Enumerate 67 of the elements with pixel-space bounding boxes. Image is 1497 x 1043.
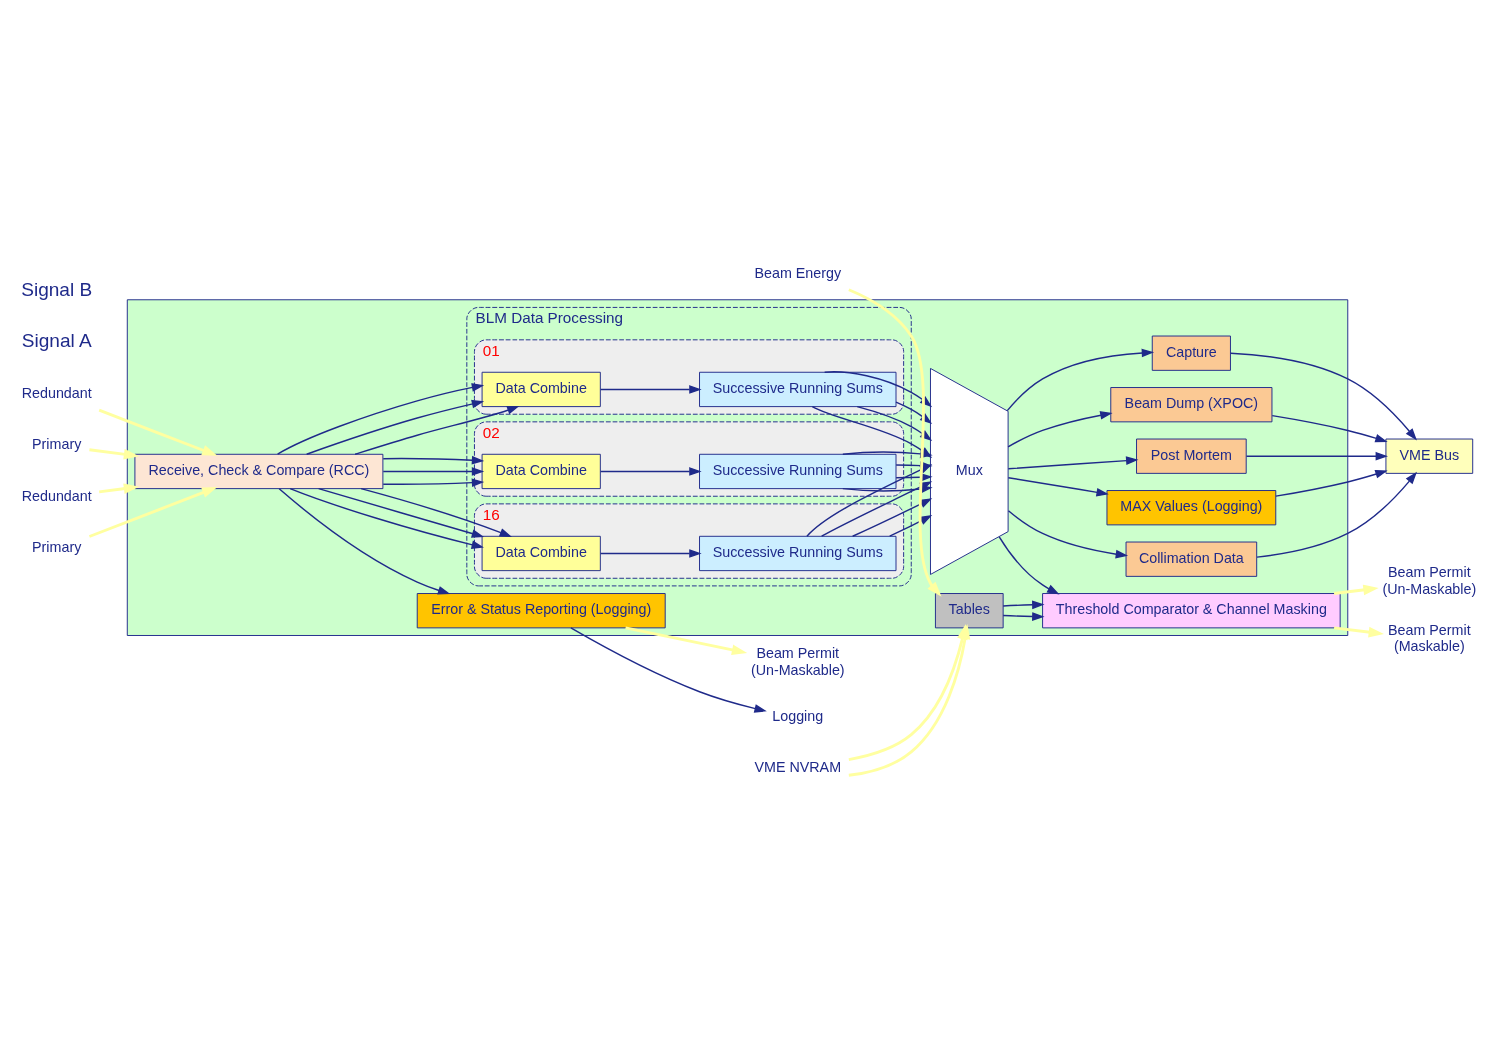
arrow: [98, 408, 218, 456]
arrow: [1006, 348, 1155, 411]
cluster: [126, 298, 1349, 636]
arrow: [98, 482, 140, 494]
arrow: [276, 382, 485, 455]
node-box: VME Bus: [1385, 438, 1474, 474]
arrow: [317, 487, 485, 538]
node-text: Primary: [32, 435, 82, 452]
label: Signal A: [21, 329, 92, 351]
arrow: [278, 487, 451, 594]
arrow: [360, 487, 512, 537]
node-box: Threshold Comparator & Channel Masking: [1042, 592, 1341, 628]
arrow: [305, 399, 485, 455]
arrow: [570, 626, 767, 713]
arrow: [1245, 451, 1388, 461]
arrow: [599, 548, 702, 558]
node-box: Post Mortem: [1136, 438, 1247, 474]
node-box: Capture: [1151, 335, 1231, 371]
arrow: [625, 625, 748, 655]
node-text: Primary: [32, 538, 82, 555]
arrow: [1002, 600, 1045, 609]
node-text: Beam Permit (Un-Maskable): [750, 644, 845, 678]
arrow: [1007, 455, 1139, 470]
arrow: [851, 497, 933, 537]
arrow: [998, 535, 1060, 594]
arrow: [289, 487, 484, 549]
node-text: Beam Energy: [754, 264, 842, 281]
node-text: Redundant: [21, 384, 92, 401]
node-box: Data Combine: [481, 535, 601, 571]
node-box: Collimation Data: [1125, 541, 1258, 577]
node-text: Beam Permit (Maskable): [1388, 621, 1471, 654]
node-box: Data Combine: [481, 453, 601, 489]
arrow: [1275, 469, 1388, 497]
node-box: Beam Dump (XPOC): [1110, 386, 1273, 422]
node-box: Successive Running Sums: [699, 453, 897, 489]
node-box: Mux: [930, 367, 1009, 575]
arrow: [88, 486, 218, 538]
node-box: Successive Running Sums: [699, 371, 897, 407]
node-box: MAX Values (Logging): [1106, 489, 1277, 525]
node-box: Data Combine: [481, 371, 601, 407]
arrow: [1271, 414, 1388, 442]
arrow: [848, 287, 942, 597]
arrow: [1007, 509, 1129, 558]
node-box: Error & Status Reporting (Logging): [416, 592, 666, 628]
arrow: [1007, 476, 1109, 497]
arrow: [1007, 410, 1113, 447]
arrow: [1333, 625, 1384, 637]
node-text: VME NVRAM: [754, 758, 842, 775]
arrow: [382, 455, 485, 465]
node-text: Logging: [772, 707, 824, 724]
arrow: [599, 384, 702, 394]
arrow: [1229, 352, 1417, 441]
node-box: Receive, Check & Compare (RCC): [134, 453, 384, 489]
arrow: [599, 466, 702, 476]
node-text: Beam Permit (Un-Maskable): [1382, 563, 1477, 597]
arrow: [354, 405, 520, 455]
arrow: [889, 514, 933, 537]
arrow: [1002, 611, 1045, 621]
arrow: [89, 447, 140, 460]
arrow: [382, 477, 485, 487]
node-box: Tables: [934, 592, 1004, 628]
label: Signal B: [21, 278, 93, 300]
node-box: Successive Running Sums: [699, 535, 897, 571]
arrow: [1256, 471, 1417, 558]
arrow: [382, 466, 485, 476]
arrow: [1333, 584, 1379, 595]
node-text: Redundant: [21, 487, 92, 504]
